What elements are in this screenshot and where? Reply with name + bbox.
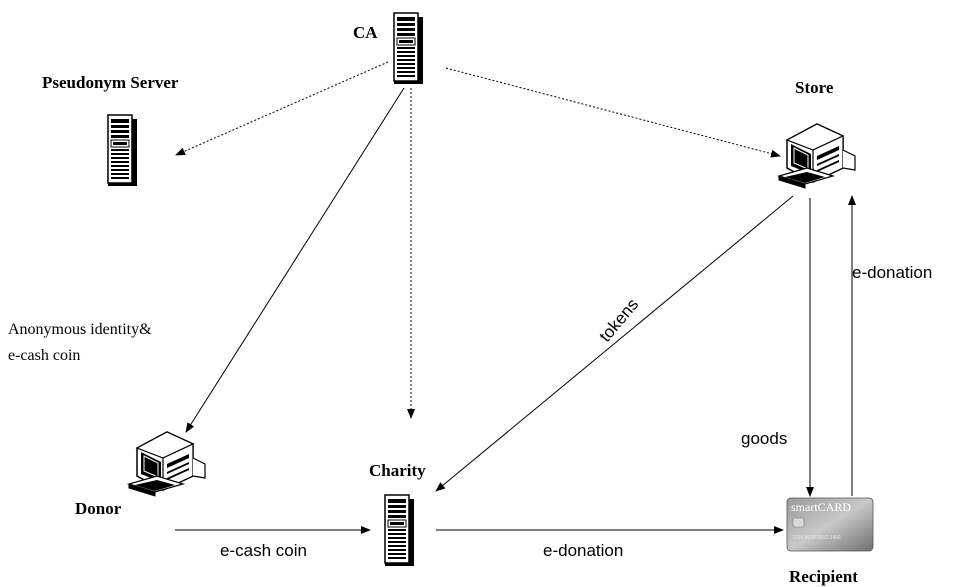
anonymous-identity-label-line2: e-cash coin — [8, 347, 80, 364]
recipient-label: Recipient — [789, 567, 858, 586]
e-donation-charity-label: e-donation — [543, 541, 623, 560]
tokens-label: tokens — [596, 295, 643, 346]
card-brand: smartCARD — [791, 500, 851, 514]
edge-ca-store — [445, 67, 781, 158]
donor-label: Donor — [75, 499, 122, 518]
edge-ca-pseudonym — [175, 61, 389, 156]
e-donation-store-label: e-donation — [852, 263, 932, 282]
anonymous-identity-label-line1: Anonymous identity& — [8, 321, 152, 338]
ca-server-icon — [393, 12, 424, 85]
pseudonym-server-label: Pseudonym Server — [42, 73, 179, 92]
store-label: Store — [795, 78, 834, 97]
goods-label: goods — [741, 429, 787, 448]
smartcard-icon: smartCARD 1234 5678 9012 3456 — [786, 497, 874, 552]
ca-label: CA — [353, 23, 378, 42]
donor-computer-icon — [128, 431, 206, 497]
edge-ca-donor — [185, 87, 405, 433]
edge-store-charity — [435, 195, 794, 492]
card-number: 1234 5678 9012 3456 — [792, 535, 841, 541]
pseudonym-server-icon — [107, 114, 138, 187]
store-computer-icon — [778, 123, 856, 189]
e-cash-coin-label: e-cash coin — [220, 541, 307, 560]
charity-label: Charity — [369, 461, 426, 480]
charity-server-icon — [384, 494, 415, 567]
